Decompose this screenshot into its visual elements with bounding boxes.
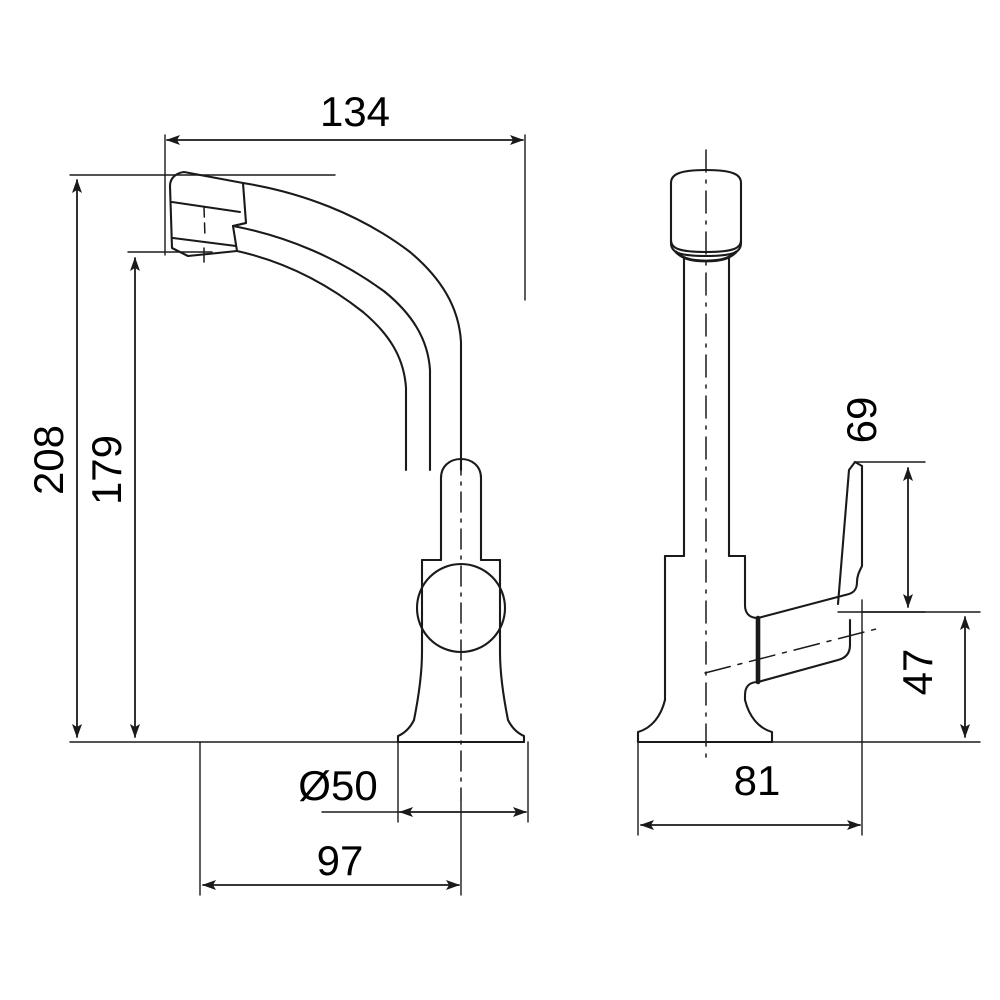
dimension-label-spout-reach: 134 xyxy=(320,88,390,135)
lever-axis-line xyxy=(704,627,881,674)
dimension-overall-height xyxy=(69,174,401,743)
dimension-base-diameter xyxy=(321,741,529,823)
dimension-spout-offset xyxy=(199,741,462,896)
dimension-base-depth xyxy=(637,599,863,836)
dimension-label-overall-height: 208 xyxy=(25,425,72,495)
dimension-label-spout-height: 179 xyxy=(83,435,130,505)
valve-body-side xyxy=(663,554,760,702)
dimension-label-lever-height: 47 xyxy=(894,649,941,696)
valve-body xyxy=(412,558,510,722)
dimension-handle-height xyxy=(837,461,926,613)
side-view-geometry xyxy=(636,149,881,761)
dimension-label-base-depth: 81 xyxy=(734,757,781,804)
dimension-spout-height xyxy=(127,251,213,738)
dimension-label-handle-height: 69 xyxy=(838,397,885,444)
column xyxy=(682,256,731,558)
front-view-geometry xyxy=(168,170,526,801)
dimension-spout-reach xyxy=(164,134,526,301)
lever-handle xyxy=(755,460,864,685)
dimension-label-base-diameter: Ø50 xyxy=(298,762,377,809)
spout-head xyxy=(168,170,412,314)
base-plate-side xyxy=(636,698,774,744)
dimension-lever-height xyxy=(771,611,981,743)
spout-arm xyxy=(361,250,463,472)
dimension-label-spout-offset: 97 xyxy=(317,837,364,884)
